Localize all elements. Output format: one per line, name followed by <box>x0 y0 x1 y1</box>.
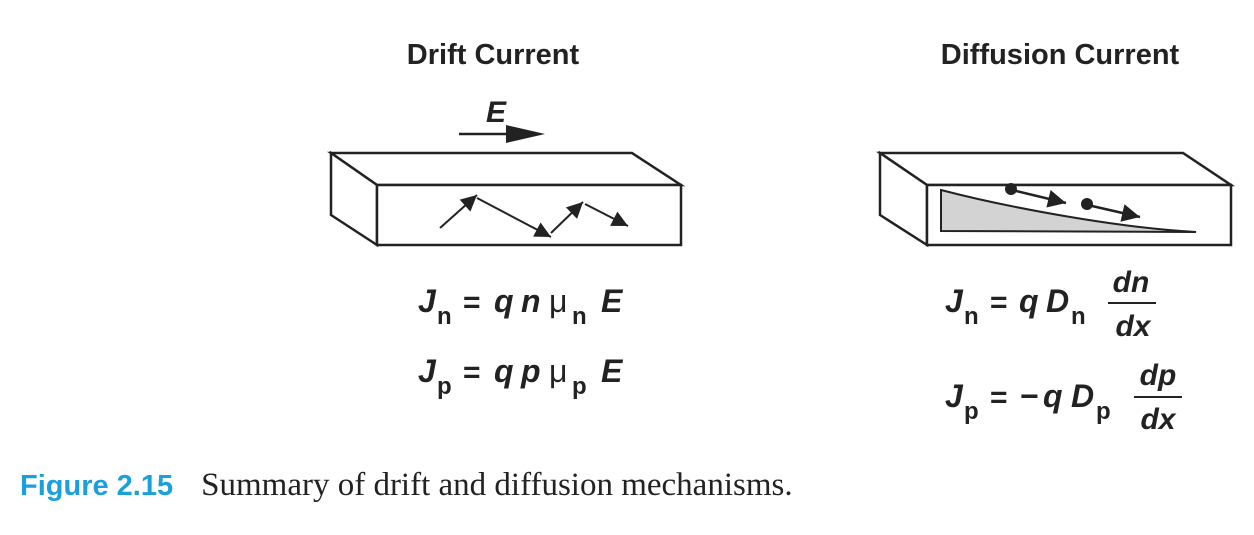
eq-minus: − <box>1020 378 1039 414</box>
eq-equals: = <box>463 286 481 319</box>
eq-charge: q <box>1043 378 1063 414</box>
eq-equals: = <box>463 356 481 389</box>
drift-semiconductor-bar <box>327 150 686 248</box>
eq-subscript: n <box>1071 303 1086 330</box>
eq-fraction-numerator: dn <box>1113 266 1150 299</box>
eq-charge: q <box>1019 283 1039 319</box>
figure-caption: Figure 2.15 Summary of drift and diffusio… <box>20 467 793 504</box>
diffusion-electron-equation: J n = q D n dn dx <box>945 266 1156 343</box>
field-arrow <box>459 125 545 143</box>
eq-mobility: μ <box>549 353 567 389</box>
drift-electron-equation: J n = q n μ n E <box>418 283 624 330</box>
field-label: E <box>486 96 507 129</box>
eq-charge: q <box>494 283 514 319</box>
eq-subscript: p <box>964 398 979 425</box>
drift-carrier-path <box>439 194 629 238</box>
eq-carrier: n <box>521 283 541 319</box>
eq-symbol-j: J <box>945 378 964 414</box>
eq-field: E <box>601 353 624 389</box>
eq-field: E <box>601 283 624 319</box>
eq-fraction-numerator: dp <box>1140 359 1177 392</box>
drift-hole-equation: J p = q p μ p E <box>418 353 624 400</box>
eq-subscript: p <box>437 373 452 400</box>
eq-fraction-denominator: dx <box>1140 403 1176 436</box>
eq-symbol-j: J <box>418 353 437 389</box>
eq-subscript: n <box>572 303 587 330</box>
eq-charge: q <box>494 353 514 389</box>
eq-equals: = <box>990 286 1008 319</box>
eq-carrier: p <box>520 353 541 389</box>
eq-fraction-denominator: dx <box>1115 310 1151 343</box>
drift-title: Drift Current <box>407 39 580 71</box>
figure-number: Figure 2.15 <box>20 470 174 502</box>
eq-subscript: n <box>437 303 452 330</box>
diffusion-title: Diffusion Current <box>941 39 1180 71</box>
eq-equals: = <box>990 381 1008 414</box>
eq-subscript: n <box>964 303 979 330</box>
eq-diffusivity: D <box>1046 283 1069 319</box>
diffusing-carrier-2 <box>1081 198 1141 222</box>
eq-diffusivity: D <box>1071 378 1094 414</box>
concentration-gradient <box>940 188 1197 233</box>
eq-subscript: p <box>1096 398 1111 425</box>
diffusing-carrier-1 <box>1005 183 1067 208</box>
diffusion-hole-equation: J p = − q D p dp dx <box>945 359 1182 436</box>
eq-symbol-j: J <box>945 283 964 319</box>
figure-caption-text: Summary of drift and diffusion mechanism… <box>201 467 793 503</box>
eq-mobility: μ <box>549 283 567 319</box>
eq-symbol-j: J <box>418 283 437 319</box>
eq-subscript: p <box>572 373 587 400</box>
